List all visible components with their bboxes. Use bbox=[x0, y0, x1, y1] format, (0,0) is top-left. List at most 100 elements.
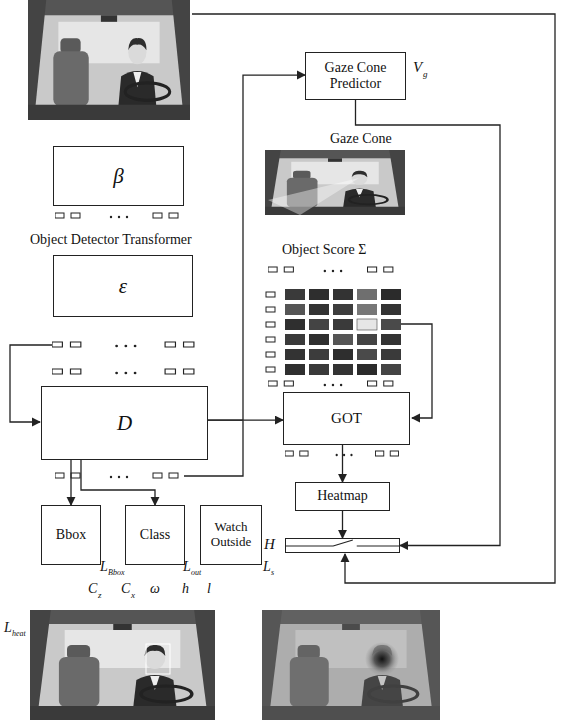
score-cell bbox=[333, 319, 353, 330]
token-row bbox=[268, 267, 393, 272]
heatmap-photo bbox=[262, 610, 440, 720]
box-label: Gaze Cone Predictor bbox=[306, 60, 405, 92]
head-box: Class bbox=[125, 505, 185, 565]
switch-label: H bbox=[264, 536, 275, 553]
score-cell bbox=[309, 349, 329, 360]
box-label: Heatmap bbox=[317, 488, 368, 504]
token-row bbox=[52, 369, 194, 374]
box-symbol: β bbox=[113, 164, 123, 188]
math-symbol: C bbox=[121, 582, 130, 596]
head-box: Bbox bbox=[41, 505, 101, 565]
score-cell bbox=[285, 289, 305, 300]
flow-arrow bbox=[208, 419, 283, 420]
box-label: Bbox bbox=[56, 527, 86, 543]
math-subscript: out bbox=[191, 569, 201, 577]
score-cell bbox=[333, 334, 353, 345]
score-cell bbox=[381, 319, 401, 330]
heatmap-blob bbox=[365, 642, 399, 676]
switch-symbol bbox=[286, 539, 399, 552]
score-cell bbox=[285, 319, 305, 330]
image-wire bbox=[192, 14, 555, 583]
token-square bbox=[266, 352, 275, 357]
decoder-box: D bbox=[41, 386, 208, 460]
head-box: Watch Outside bbox=[200, 505, 262, 565]
switch-contact bbox=[286, 540, 399, 546]
math-symbol: L bbox=[183, 560, 191, 574]
score-cell bbox=[381, 349, 401, 360]
gaze-cone-photo bbox=[265, 150, 405, 215]
score-cell bbox=[357, 304, 377, 315]
flow-arrow bbox=[81, 460, 155, 505]
score-cell bbox=[357, 349, 377, 360]
math-subscript: z bbox=[98, 591, 102, 600]
token-square bbox=[266, 322, 275, 327]
flow-arrow bbox=[356, 100, 501, 546]
math-symbol: V bbox=[413, 60, 422, 75]
section-title: Gaze Cone bbox=[330, 132, 392, 146]
token-square bbox=[266, 367, 275, 372]
math-subscript: x bbox=[131, 591, 135, 600]
score-cell bbox=[309, 289, 329, 300]
score-cell bbox=[333, 304, 353, 315]
token-row bbox=[52, 342, 194, 347]
score-grid bbox=[266, 289, 401, 375]
score-cell bbox=[357, 289, 377, 300]
token-square bbox=[266, 292, 275, 297]
box-label: Watch Outside bbox=[201, 520, 261, 550]
process-box: GOT bbox=[283, 392, 410, 445]
math-subscript: Bbox bbox=[108, 569, 124, 577]
score-cell bbox=[381, 334, 401, 345]
token-square bbox=[266, 337, 275, 342]
box-symbol: ε bbox=[119, 274, 127, 298]
math-subscript: heat bbox=[12, 630, 26, 638]
token-row bbox=[268, 381, 393, 386]
math-symbol: L bbox=[4, 621, 12, 635]
process-box: Heatmap bbox=[295, 482, 390, 511]
score-cell bbox=[309, 319, 329, 330]
score-cell bbox=[333, 289, 353, 300]
face-bbox bbox=[146, 644, 170, 674]
math-symbol: C bbox=[88, 582, 97, 596]
score-cell bbox=[381, 289, 401, 300]
output-photo bbox=[30, 610, 215, 720]
score-cell bbox=[333, 364, 353, 375]
token-square bbox=[266, 307, 275, 312]
score-cell bbox=[357, 334, 377, 345]
flow-arrow bbox=[70, 460, 71, 505]
math-symbol: h bbox=[182, 582, 189, 596]
math-symbol: L bbox=[100, 560, 108, 574]
math-subscript: g bbox=[423, 70, 428, 79]
score-cell bbox=[309, 304, 329, 315]
process-box: Gaze Cone Predictor bbox=[305, 52, 406, 100]
encoder-box: β bbox=[53, 146, 184, 206]
token-row bbox=[55, 213, 178, 218]
section-title: Object Score Σ bbox=[282, 243, 366, 257]
score-cell bbox=[333, 349, 353, 360]
flow-arrow bbox=[208, 75, 305, 420]
score-cell bbox=[381, 304, 401, 315]
math-symbol: L bbox=[263, 560, 271, 574]
encoder-box: ε bbox=[53, 255, 193, 317]
box-symbol: D bbox=[117, 411, 132, 435]
box-label: Class bbox=[140, 527, 170, 543]
token-row bbox=[55, 473, 178, 478]
score-cell bbox=[309, 334, 329, 345]
score-cell bbox=[285, 349, 305, 360]
section-title: Object Detector Transformer bbox=[30, 233, 192, 247]
score-cell bbox=[285, 364, 305, 375]
math-symbol: l bbox=[207, 582, 211, 596]
box-label: GOT bbox=[331, 410, 362, 427]
math-symbol: ω bbox=[150, 582, 160, 596]
token-row bbox=[285, 451, 399, 456]
gaze-cone-overlay bbox=[268, 178, 359, 215]
score-cell bbox=[357, 364, 377, 375]
score-cell bbox=[285, 334, 305, 345]
switch-box: H bbox=[285, 538, 400, 553]
score-cell bbox=[285, 304, 305, 315]
flow-arrow bbox=[342, 445, 343, 482]
score-cell bbox=[357, 319, 377, 330]
heatmap-tint bbox=[262, 610, 440, 720]
